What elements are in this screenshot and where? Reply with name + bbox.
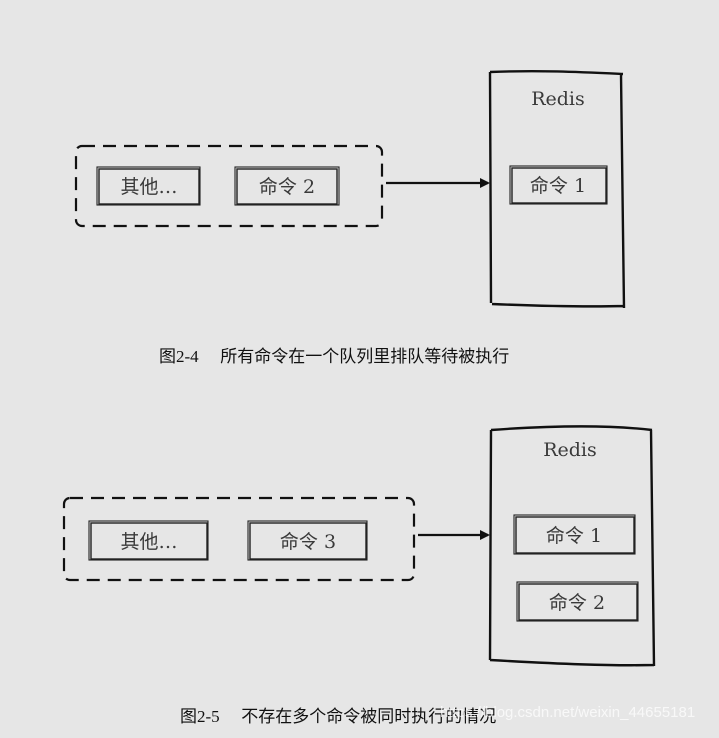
figure-1: 其他… 命令 2 Redis 命令 1: [74, 69, 626, 309]
redis-item-command: 命令 2: [516, 581, 639, 622]
caption-number: 图2-5: [180, 707, 220, 726]
redis-item-command: 命令 1: [509, 165, 608, 205]
redis-title: Redis: [531, 88, 585, 110]
redis-item-label: 命令 1: [530, 175, 586, 197]
redis-server-box: Redis: [488, 425, 656, 667]
figure-2: 其他… 命令 3 Redis 命令 1 命令 2: [62, 425, 656, 667]
queue-item-label: 命令 3: [280, 531, 336, 553]
queue-item-command: 命令 3: [247, 520, 368, 561]
queue-box-dashed: [62, 496, 416, 582]
queue-item-other: 其他…: [96, 166, 201, 206]
redis-item-label: 命令 2: [549, 592, 605, 614]
redis-server-box: Redis: [488, 69, 626, 309]
queue-item-label: 其他…: [120, 176, 177, 198]
queue-item-label: 命令 2: [259, 176, 315, 198]
queue-item-other: 其他…: [88, 520, 209, 561]
queue-box-dashed: [74, 144, 384, 228]
redis-item-label: 命令 1: [546, 525, 602, 547]
watermark-text: https://blog.csdn.net/weixin_44655181: [440, 704, 696, 721]
queue-item-command: 命令 2: [234, 166, 340, 206]
caption-text: 所有命令在一个队列里排队等待被执行: [220, 347, 510, 367]
caption-number: 图2-4: [159, 347, 199, 366]
redis-item-command: 命令 1: [513, 514, 636, 555]
figure-caption: 图2-5 不存在多个命令被同时执行的情况: [180, 702, 719, 727]
caption-text: 不存在多个命令被同时执行的情况: [241, 707, 497, 727]
redis-title: Redis: [543, 439, 597, 461]
queue-item-label: 其他…: [120, 531, 177, 553]
figure-caption: 图2-4 所有命令在一个队列里排队等待被执行: [159, 342, 719, 367]
